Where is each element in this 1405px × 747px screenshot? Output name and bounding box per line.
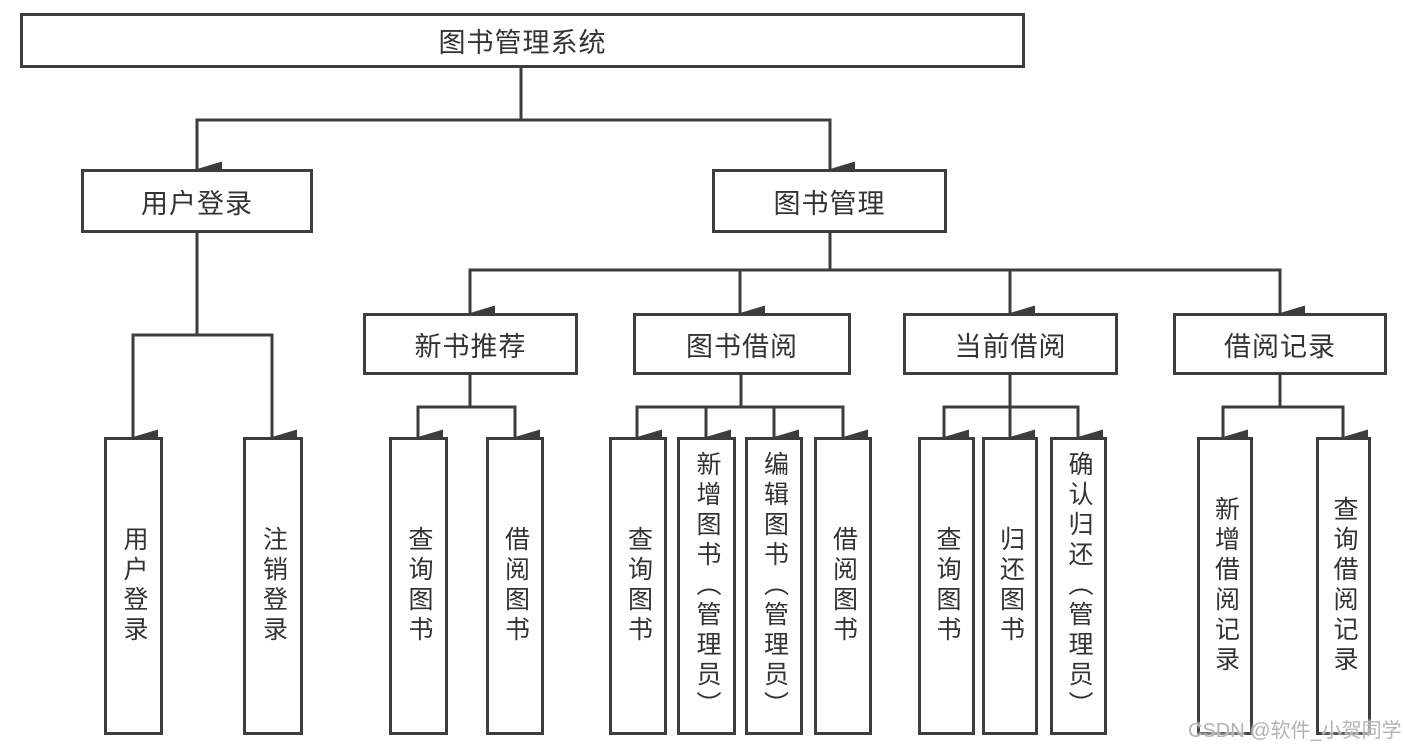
node-label: 用户登录 [120, 526, 148, 646]
node-label: 图书管理 [773, 188, 886, 219]
node-label: 借阅图书 [829, 526, 858, 646]
node-current-borrowing: 当前借阅 [903, 313, 1118, 375]
node-label: 当前借阅 [954, 331, 1067, 362]
leaf-add-books-admin: 新增图书（管理员） [677, 437, 736, 735]
node-library-management-system: 图书管理系统 [20, 13, 1025, 68]
node-book-management-module: 图书管理 [712, 169, 947, 233]
leaf-add-borrow-record: 新增借阅记录 [1197, 437, 1253, 735]
node-label: 用户登录 [141, 188, 253, 219]
leaf-return-books: 归还图书 [982, 437, 1038, 735]
leaf-logout: 注销登录 [243, 437, 303, 735]
node-label: 查询借阅记录 [1330, 496, 1358, 676]
csdn-watermark: CSDN @软件_小贺同学 [1188, 720, 1402, 742]
leaf-edit-books-admin: 编辑图书（管理员） [745, 437, 803, 735]
node-label: 新增图书（管理员） [693, 451, 721, 721]
node-label: 图书借阅 [686, 331, 798, 362]
node-label: 新增借阅记录 [1211, 496, 1240, 676]
node-book-borrowing: 图书借阅 [633, 313, 851, 375]
node-label: 借阅记录 [1224, 331, 1336, 362]
node-borrowing-records: 借阅记录 [1173, 313, 1387, 375]
node-label: 新书推荐 [414, 331, 527, 362]
node-label: 查询图书 [933, 526, 961, 646]
node-label: 查询图书 [405, 526, 433, 646]
leaf-query-books-current: 查询图书 [918, 437, 975, 735]
node-new-book-recommend: 新书推荐 [363, 313, 578, 375]
leaf-confirm-return-admin: 确认归还（管理员） [1050, 437, 1107, 735]
node-user-login-module: 用户登录 [81, 169, 313, 233]
leaf-user-login: 用户登录 [104, 437, 163, 735]
leaf-query-borrow-record: 查询借阅记录 [1316, 437, 1371, 735]
node-label: 图书管理系统 [438, 28, 607, 58]
node-label: 确认归还（管理员） [1065, 451, 1093, 721]
leaf-query-books-borrowing: 查询图书 [609, 437, 667, 735]
leaf-query-books-recommend: 查询图书 [389, 437, 448, 735]
leaf-borrow-books: 借阅图书 [814, 437, 872, 735]
node-label: 注销登录 [259, 526, 288, 646]
node-label: 借阅图书 [501, 526, 530, 646]
leaf-borrow-books-recommend: 借阅图书 [486, 437, 544, 735]
node-label: 归还图书 [996, 526, 1025, 646]
node-label: 编辑图书（管理员） [760, 451, 789, 721]
node-label: 查询图书 [624, 526, 653, 646]
